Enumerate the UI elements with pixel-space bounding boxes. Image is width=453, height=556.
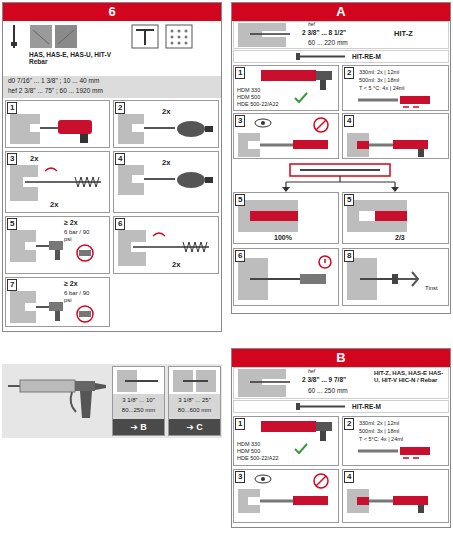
step-box: 5 100%: [233, 192, 339, 244]
note-text: hef: [308, 369, 315, 375]
step-box: 1: [5, 100, 110, 148]
step-number: 1: [235, 67, 245, 79]
note-text: 80...250 mm: [113, 407, 164, 414]
selection-box: 3 1/8" ... 10" 80...250 mm ➔ B: [112, 366, 165, 436]
note-text: 330ml: 2x | 12ml: [359, 69, 399, 75]
note-text: HDM 500: [237, 94, 260, 100]
step-box: 4: [342, 113, 449, 159]
step-number: 2: [344, 418, 354, 430]
note-text: Tinst: [425, 285, 438, 292]
instruction-panel: 6HAS, HAS-E, HAS-U, HIT-V Rebard0 7/16" …: [2, 2, 222, 332]
note-text: T < 5°C: 4x | 24ml: [359, 436, 403, 442]
note-text: 2x: [30, 155, 38, 164]
goto-label: ➔ B: [113, 419, 164, 435]
note-text: d0 7/16" ... 1 3/8" ; 10 ... 40 mm: [8, 77, 99, 84]
note-text: hef: [308, 22, 315, 28]
note-text: 2x: [50, 201, 58, 210]
instruction-panel: Bhef2 3/8" ... 9 7/8" 60 ... 250 mm HIT-Z,…: [231, 348, 451, 528]
note-text: 2x: [172, 261, 180, 270]
step-number: 5: [7, 218, 17, 230]
note-text: 500ml: 3x | 18ml: [359, 428, 399, 434]
note-text: hef 2 3/8" ... 75" ; 60 ... 1920 mm: [8, 87, 103, 94]
panel-header: 6: [3, 3, 221, 21]
step-number: 2: [344, 67, 354, 79]
note-text: ≥ 2x: [64, 219, 78, 227]
step-number: 4: [344, 471, 354, 483]
note-text: ≥ 2x: [64, 280, 78, 288]
step-number: 6: [115, 218, 125, 230]
step-number: 2: [115, 102, 125, 114]
step-box: 2 2x: [113, 100, 219, 148]
note-text: HIT-Z: [394, 30, 413, 39]
note-text: 6 bar / 90 psi: [64, 229, 96, 243]
step-number: 3: [235, 115, 245, 127]
note-text: 2x: [162, 108, 170, 117]
product-row: HIT-RE-M: [233, 400, 449, 413]
step-box: 6: [233, 248, 339, 306]
note-text: 100%: [274, 234, 292, 242]
step-box: 6 2x: [113, 216, 219, 274]
step-number: 4: [344, 115, 354, 127]
step-box: 8Tinst: [342, 248, 449, 306]
step-box: 1HDM 330HDM 500HDE 500-22/A22: [233, 65, 339, 111]
note-text: 6 bar / 90 psi: [64, 290, 96, 304]
note-text: 2 3/8" ... 9 7/8": [302, 376, 346, 383]
step-number: 1: [7, 102, 17, 114]
note-text: T < 5 °C: 4x | 24ml: [359, 85, 405, 91]
step-box: 5 ≥ 2x 6 bar / 90 psi: [5, 216, 110, 274]
panel-header: B: [232, 349, 450, 367]
step-number: 4: [115, 153, 125, 165]
step-number: 3: [7, 153, 17, 165]
note-text: HDM 330: [237, 87, 260, 93]
note-text: HIT-RE-M: [352, 53, 381, 60]
panel-header: A: [232, 3, 450, 21]
step-number: 3: [235, 471, 245, 483]
step-box: 3: [233, 113, 339, 159]
note-text: HDE 500-22/A22: [237, 455, 279, 461]
step-box: 3 2x 2x: [5, 151, 110, 213]
step-number: 8: [344, 250, 354, 262]
step-number: 5: [235, 194, 245, 206]
spec-box: hef2 3/8" ... 9 7/8" 60 ... 250 mm HIT-Z, …: [233, 367, 449, 399]
step-number: 1: [235, 418, 245, 430]
spec-box: HAS, HAS-E, HAS-U, HIT-V Rebar d0 7/16" .…: [3, 21, 221, 99]
note-text: 3 1/8" ... 10": [113, 397, 164, 404]
note-text: 3 1/8" ... 25": [169, 397, 220, 404]
note-text: 330ml: 2x | 12ml: [359, 420, 399, 426]
note-text: HDM 500: [237, 448, 260, 454]
instruction-panel: Ahef2 3/8" ... 8 1/2" 60 ... 220 mm HIT-Z H…: [231, 2, 451, 314]
step-box: 5 2/3: [342, 192, 449, 244]
note-text: HAS, HAS-E, HAS-U, HIT-V Rebar: [29, 51, 127, 66]
note-text: 60 ... 250 mm: [308, 387, 348, 394]
note-text: HDM 330: [237, 441, 260, 447]
step-box: 2 330ml: 2x | 12ml 500ml: 3x | 18ml T < 5 °…: [342, 65, 449, 111]
step-number: 5: [344, 194, 354, 206]
step-box: 4: [342, 469, 449, 523]
note-text: 60 ... 220 mm: [308, 39, 348, 46]
step-number: 6: [235, 250, 245, 262]
step-number: 7: [7, 279, 17, 291]
note-text: HIT-Z, HAS, HAS-E HAS-U, HIT-V HIC-N / R…: [374, 370, 448, 384]
note-text: 2x: [162, 159, 170, 168]
note-text: 2 3/8" ... 8 1/2": [302, 29, 346, 36]
step-box: 7 ≥ 2x 6 bar / 90 psi: [5, 277, 110, 327]
goto-label: ➔ C: [169, 419, 220, 435]
product-row: HIT-RE-M: [233, 50, 449, 63]
note-text: 2/3: [395, 234, 405, 242]
step-box: 2 330ml: 2x | 12ml 500ml: 3x | 18ml T < 5°C…: [342, 416, 449, 466]
selection-box: 3 1/8" ... 25" 80...600 mm ➔ C: [168, 366, 221, 436]
note-text: HDE 500-22/A22: [237, 101, 279, 107]
note-text: 500ml: 3x | 18ml: [359, 77, 399, 83]
note-text: HIT-RE-M: [352, 403, 381, 410]
step-box: 3: [233, 469, 339, 523]
spec-box: hef2 3/8" ... 8 1/2" 60 ... 220 mm HIT-Z: [233, 21, 449, 49]
step-box: 1HDM 330HDM 500HDE 500-22/A22: [233, 416, 339, 466]
note-text: 80...600 mm: [169, 407, 220, 414]
step-box: 4 2x: [113, 151, 219, 213]
